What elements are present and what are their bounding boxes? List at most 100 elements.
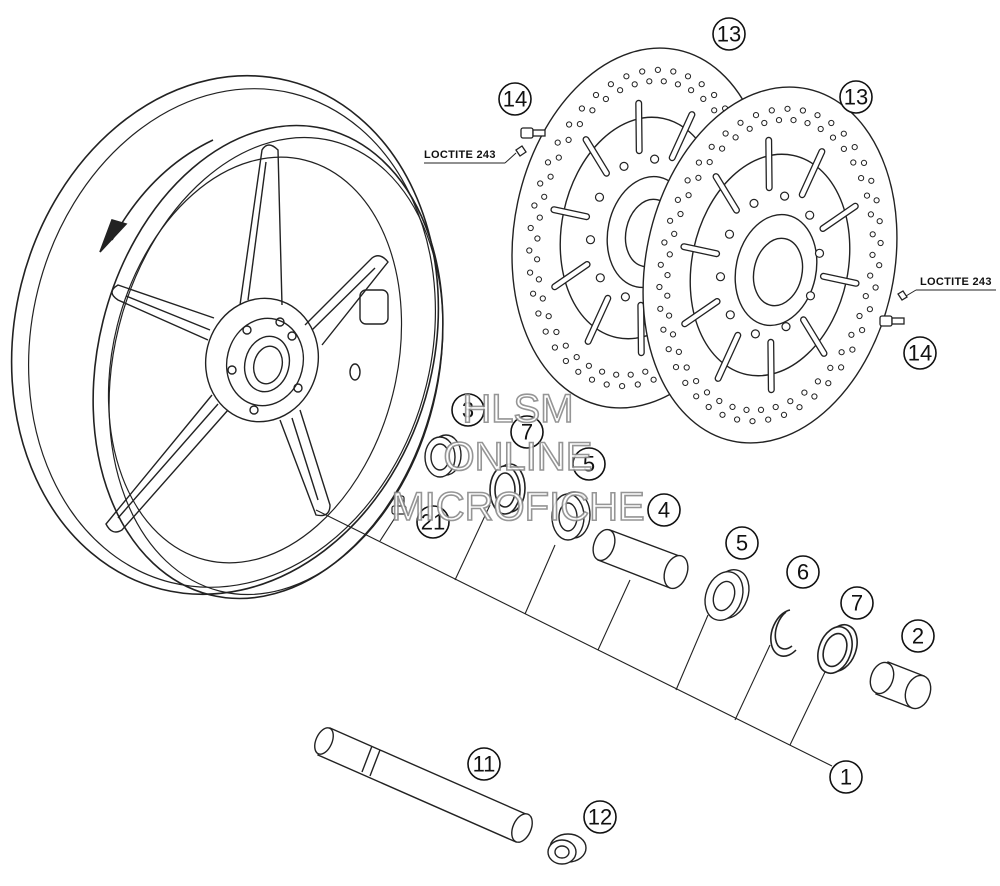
svg-text:2: 2: [912, 624, 924, 649]
disc-hole: [578, 105, 586, 112]
watermark: HLSM ONLINE MICROFICHE: [391, 386, 646, 530]
disc-spoke: [766, 138, 772, 190]
disc-hole: [869, 231, 876, 238]
disc-hole: [530, 290, 537, 297]
disc-hole: [772, 403, 779, 411]
disc-hole: [737, 119, 744, 126]
wheel-rim: [10, 74, 444, 600]
disc-spoke: [801, 317, 827, 356]
disc-hole: [856, 312, 863, 320]
disc-hole: [829, 134, 837, 141]
svg-text:13: 13: [844, 85, 868, 110]
part-5-bearing-left: [551, 491, 591, 541]
disc-hole: [868, 177, 875, 184]
disc-hole: [660, 78, 667, 85]
disc-hole: [527, 224, 534, 232]
callout-5-left: 5: [572, 447, 606, 481]
disc-rivet: [779, 191, 790, 201]
disc-hole: [722, 130, 729, 137]
disc-bolt-left: [515, 127, 546, 157]
disc-spoke: [821, 274, 859, 286]
disc-hole: [862, 293, 869, 300]
disc-hole: [565, 136, 572, 143]
disc-spoke: [768, 340, 774, 392]
disc-hole: [631, 81, 638, 88]
disc-hole: [719, 145, 726, 152]
disc-hole: [551, 344, 559, 351]
disc-hole: [784, 105, 791, 112]
part-2-spacer: [869, 661, 932, 710]
disc-hole: [877, 239, 884, 247]
disc-hole: [666, 251, 673, 258]
disc-hole: [562, 342, 569, 349]
disc-hole: [825, 380, 832, 387]
disc-hole: [869, 251, 876, 258]
disc-hole: [700, 95, 707, 103]
part-5-bearing-right: [704, 569, 750, 621]
disc-hole: [827, 364, 834, 371]
disc-rivet: [814, 248, 825, 258]
loctite-note-right: LOCTITE 243: [905, 276, 996, 297]
disc-hole: [660, 326, 667, 333]
disc-rivet: [749, 198, 759, 208]
disc-hole: [849, 346, 856, 353]
disc-hole: [848, 331, 855, 338]
part-7-seal-left: [489, 463, 526, 515]
part-7-seal-right: [817, 623, 858, 675]
disc-spoke: [638, 303, 644, 355]
disc-hole: [654, 66, 662, 74]
callout-11: 11: [467, 747, 501, 781]
disc-hole: [840, 130, 847, 137]
part-11-axle: [314, 727, 533, 843]
disc-spoke: [551, 207, 589, 219]
disc-hole: [672, 364, 680, 371]
callout-1: 1: [829, 760, 863, 794]
disc-rivet: [594, 192, 605, 202]
disc-hole: [671, 230, 678, 237]
disc-rivet: [805, 210, 815, 220]
disc-hole: [799, 107, 807, 114]
wheel-spokes: [105, 144, 389, 533]
disc-spoke: [585, 296, 610, 344]
disc-hole: [665, 346, 672, 353]
disc-hole: [666, 312, 673, 319]
disc-hole: [838, 364, 845, 371]
disc-hole: [684, 73, 692, 80]
disc-hole: [534, 256, 541, 263]
disc-hole: [749, 418, 756, 425]
callout-4: 4: [647, 493, 681, 527]
loctite-label-right: LOCTITE 243: [920, 276, 992, 288]
disc-hole: [768, 107, 775, 114]
disc-hole: [804, 120, 811, 127]
callout-13-top: 13: [712, 17, 746, 51]
disc-hole: [685, 192, 692, 199]
disc-hole: [562, 357, 570, 365]
disc-hole: [664, 272, 671, 279]
disc-hole: [674, 81, 682, 88]
disc-rivet: [715, 272, 726, 282]
disc-rivet: [585, 235, 596, 245]
disc-hole: [602, 95, 610, 103]
disc-hole: [599, 368, 606, 375]
disc-hole: [693, 393, 700, 400]
disc-rivet: [725, 310, 735, 320]
disc-hole: [617, 87, 624, 94]
watermark-line-2: ONLINE: [444, 435, 593, 479]
disc-hole: [661, 239, 668, 246]
disc-hole: [866, 306, 874, 313]
svg-text:4: 4: [658, 498, 670, 523]
disc-hole: [535, 310, 542, 317]
watermark-line-1: HLSM: [462, 387, 573, 431]
svg-text:14: 14: [503, 87, 527, 112]
disc-hole: [682, 379, 689, 386]
part-12-nut: [547, 833, 587, 865]
svg-text:7: 7: [521, 420, 533, 445]
disc-hole: [623, 73, 630, 80]
disc-rivet: [619, 161, 629, 171]
disc-spoke: [715, 333, 740, 381]
brake-disc-right: [642, 86, 898, 444]
disc-hole: [840, 145, 848, 152]
disc-hole: [860, 159, 868, 166]
disc-hole: [828, 119, 835, 127]
